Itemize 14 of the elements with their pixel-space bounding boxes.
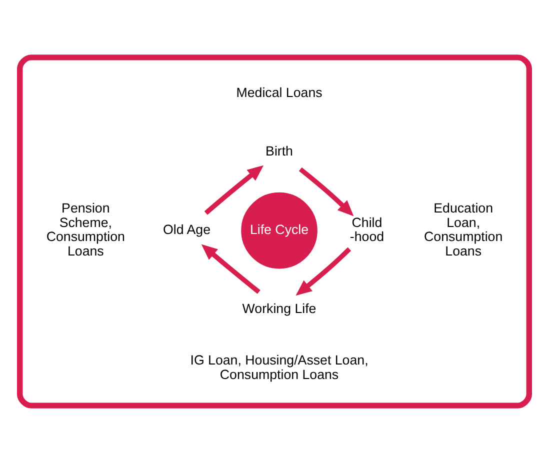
node-text: Medical Loans	[236, 85, 322, 100]
arrow	[298, 167, 354, 216]
node-circle: Life Cycle	[241, 192, 318, 269]
node-text: Child -hood	[350, 214, 384, 244]
node-text: Birth	[266, 143, 293, 158]
node-text: IG Loan, Housing/Asset Loan, Consumption Loans	[190, 352, 368, 382]
node-text: Old Age	[163, 222, 210, 238]
arrow	[204, 165, 264, 215]
node-text: Working Life	[242, 300, 316, 316]
node-text: Education Loan, Consumption Loans	[424, 200, 503, 259]
node-text: Pension Scheme, Consumption Loans	[46, 200, 125, 259]
arrow	[296, 247, 352, 296]
arrow	[201, 244, 260, 294]
cluster	[17, 54, 532, 408]
